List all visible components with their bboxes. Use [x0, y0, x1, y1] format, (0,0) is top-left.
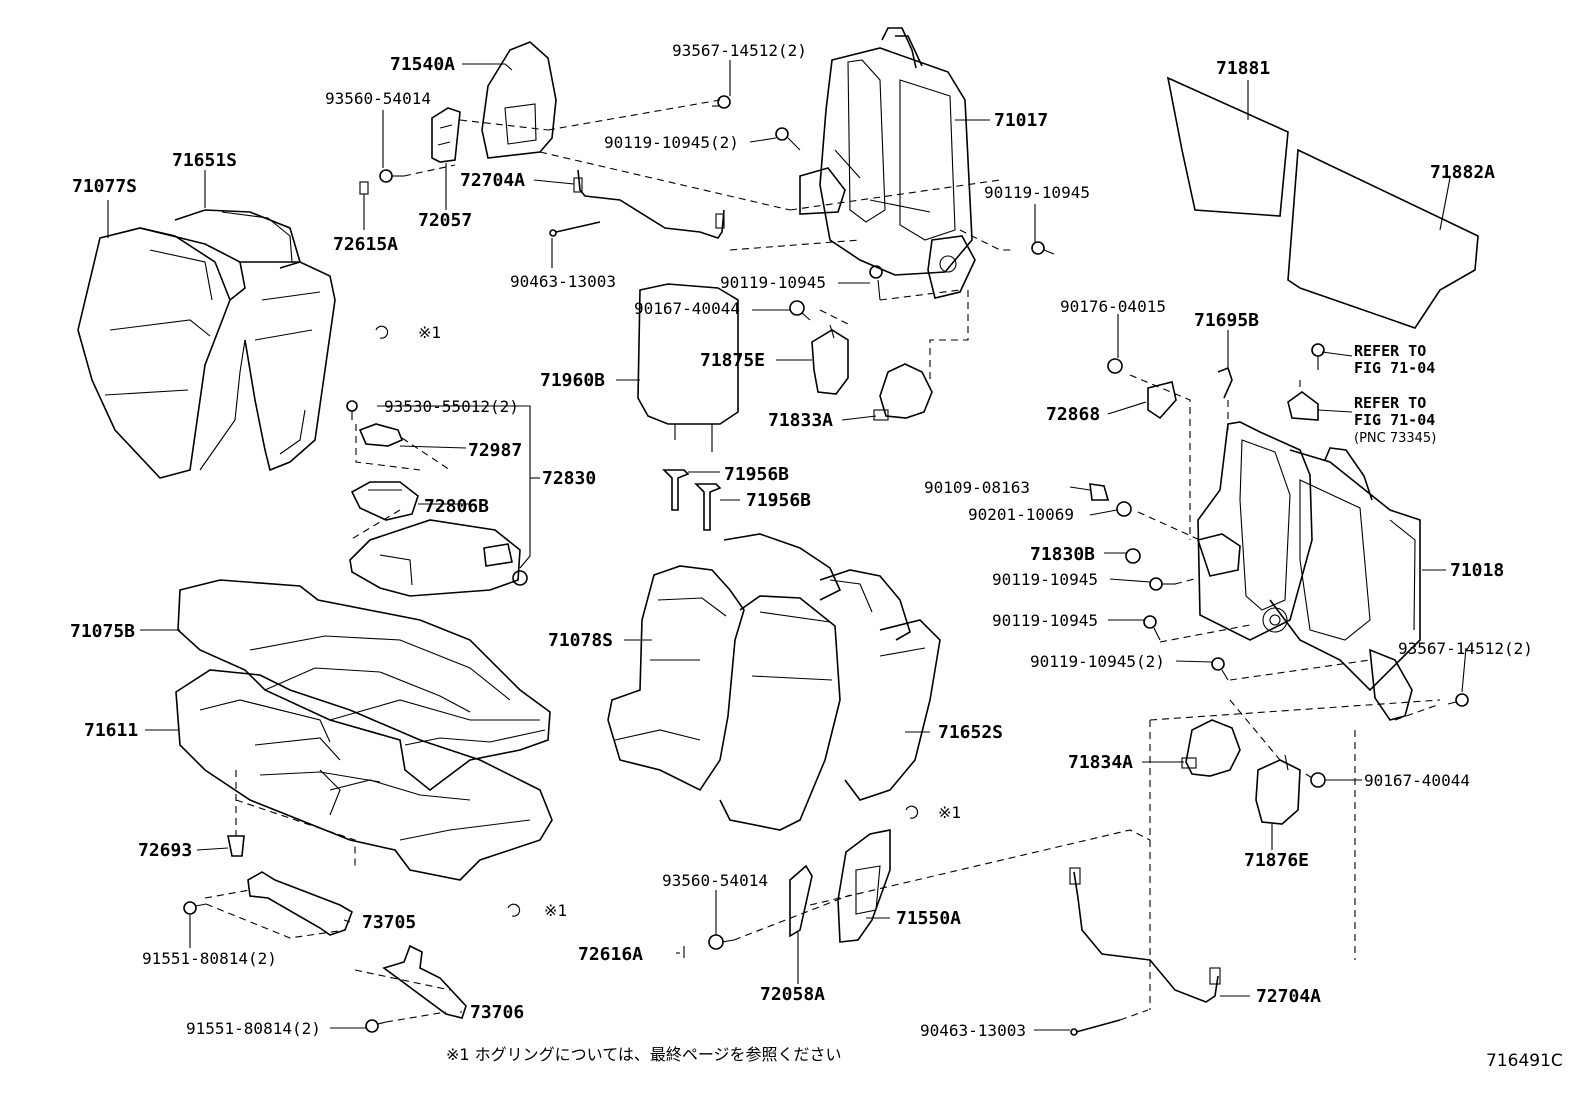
label-71876E: 71876E [1244, 850, 1309, 871]
label-refer-1a: REFER TO [1354, 342, 1426, 360]
label-72615A: 72615A [333, 234, 398, 255]
label-71550A: 71550A [896, 908, 961, 929]
label-72830: 72830 [542, 468, 596, 489]
label-71651S: 71651S [172, 150, 237, 171]
fasteners-right [1089, 343, 1469, 788]
label-72704A-top: 72704A [460, 170, 525, 191]
label-90109-08163: 90109-08163 [924, 478, 1030, 497]
label-hog-ring-top: ※1 [418, 323, 441, 342]
label-71881: 71881 [1216, 58, 1270, 79]
seat-back-middle-71078S [607, 533, 941, 831]
label-71077S: 71077S [72, 176, 137, 197]
label-90119-10945-2-top: 90119-10945(2) [604, 133, 739, 152]
label-71611: 71611 [84, 720, 138, 741]
label-90463-13003-top: 90463-13003 [510, 272, 616, 291]
label-71695B: 71695B [1194, 310, 1259, 331]
label-72868: 72868 [1046, 404, 1100, 425]
clip-90167-top [789, 300, 811, 321]
label-90119-10945-a: 90119-10945 [984, 183, 1090, 202]
label-93567-14512-right: 93567-14512(2) [1398, 639, 1533, 658]
label-71833A: 71833A [768, 410, 833, 431]
armrest-72830 [346, 400, 528, 597]
label-refer-2b: FIG 71-04 [1354, 411, 1435, 429]
label-hog-ring-mid: ※1 [938, 803, 961, 822]
label-93560-54014-bot: 93560-54014 [662, 871, 768, 890]
label-90176-04015: 90176-04015 [1060, 297, 1166, 316]
bolt-90119-b [869, 265, 883, 301]
label-refer-2a: REFER TO [1354, 394, 1426, 412]
carpet-pad-71882A [1287, 148, 1479, 329]
bolt-90119-a [1031, 241, 1055, 255]
label-71078S: 71078S [548, 630, 613, 651]
seat-back-frame-71017 [799, 27, 976, 299]
label-72806B: 72806B [424, 496, 489, 517]
guide-lines-right [1129, 374, 1441, 1010]
belt-guide-cover-bottom [683, 829, 1151, 958]
label-71960B: 71960B [540, 370, 605, 391]
label-refer-1b: FIG 71-04 [1354, 359, 1435, 377]
label-90119-10945-2-mid: 90119-10945(2) [1030, 652, 1165, 671]
carpet-pad-71881 [1166, 76, 1289, 217]
label-90201-10069: 90201-10069 [968, 505, 1074, 524]
cover-71834A [1181, 719, 1241, 777]
label-71956B-2: 71956B [746, 490, 811, 511]
cushion-brackets [183, 770, 467, 1033]
part-labels: 71540A 93560-54014 72057 72615A 71651S 7… [70, 41, 1563, 1071]
leader-lines [107, 60, 1467, 1031]
label-91551-80814-a: 91551-80814(2) [142, 949, 277, 968]
label-71956B-1: 71956B [724, 464, 789, 485]
figure-number: 716491C [1486, 1051, 1563, 1071]
label-90167-40044-right: 90167-40044 [1364, 771, 1470, 790]
label-90119-10945-d: 90119-10945 [992, 611, 1098, 630]
hog-ring-symbols [375, 325, 919, 917]
label-71830B: 71830B [1030, 544, 1095, 565]
label-90119-10945-b: 90119-10945 [720, 273, 826, 292]
headrest-71960B [637, 283, 739, 452]
seat-back-left-group [77, 209, 336, 479]
cover-71833A [873, 363, 933, 421]
cover-71876E [1255, 754, 1301, 825]
label-72987: 72987 [468, 440, 522, 461]
label-71017: 71017 [994, 110, 1048, 131]
label-90167-40044-top: 90167-40044 [634, 299, 740, 318]
label-93560-54014-top: 93560-54014 [325, 89, 431, 108]
label-71018: 71018 [1450, 560, 1504, 581]
guide-lines-top [403, 99, 1015, 380]
headrest-support-71956B [662, 469, 722, 531]
label-91551-80814-b: 91551-80814(2) [186, 1019, 321, 1038]
release-cable-bottom [1069, 867, 1221, 1036]
label-73705: 73705 [362, 912, 416, 933]
seat-back-frame-71018 [1196, 421, 1421, 721]
label-93567-14512-top: 93567-14512(2) [672, 41, 807, 60]
label-72057: 72057 [418, 210, 472, 231]
label-refer-2c: (PNC 73345) [1354, 431, 1436, 446]
label-71875E: 71875E [700, 350, 765, 371]
label-73706: 73706 [470, 1002, 524, 1023]
label-72704A-bot: 72704A [1256, 986, 1321, 1007]
seat-cushion-71075B [177, 579, 551, 792]
release-cable-top [549, 169, 725, 239]
label-90463-13003-bot: 90463-13003 [920, 1021, 1026, 1040]
cover-71875E [811, 324, 849, 395]
footnote: ※1 ホグリングについては、最終ページを参照ください [446, 1045, 842, 1064]
seat-cushion-pad-71611 [175, 669, 553, 881]
label-71540A: 71540A [390, 54, 455, 75]
label-90119-10945-c: 90119-10945 [992, 570, 1098, 589]
label-72058A: 72058A [760, 984, 825, 1005]
label-71834A: 71834A [1068, 752, 1133, 773]
label-71652S: 71652S [938, 722, 1003, 743]
label-72616A: 72616A [578, 944, 643, 965]
label-hog-ring-left: ※1 [544, 901, 567, 920]
belt-guide-cover-top [359, 41, 801, 195]
label-72693: 72693 [138, 840, 192, 861]
label-71075B: 71075B [70, 621, 135, 642]
label-71882A: 71882A [1430, 162, 1495, 183]
label-93530-55012: 93530-55012(2) [384, 397, 519, 416]
